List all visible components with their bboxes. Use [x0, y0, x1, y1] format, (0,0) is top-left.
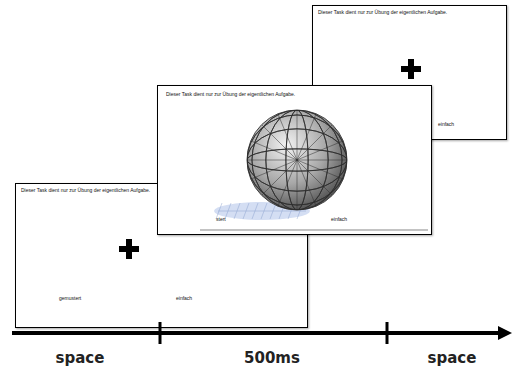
response-label: stert [216, 217, 226, 223]
response-label: gemustert [59, 296, 81, 302]
response-label: einfach [176, 296, 192, 302]
instruction-text: Dieser Task dient nur zur Übung der eige… [21, 188, 150, 194]
response-label: einfach [331, 217, 347, 223]
instruction-text: Dieser Task dient nur zur Übung der eige… [166, 92, 295, 98]
instruction-text: Dieser Task dient nur zur Übung der eige… [318, 10, 447, 16]
timeline-label: 500ms [244, 349, 300, 367]
response-label: einfach [438, 122, 454, 128]
screen-slide: Dieser Task dient nur zur Übung der eige… [157, 85, 432, 235]
timeline-label: space [56, 349, 105, 367]
timeline-label: space [428, 349, 477, 367]
